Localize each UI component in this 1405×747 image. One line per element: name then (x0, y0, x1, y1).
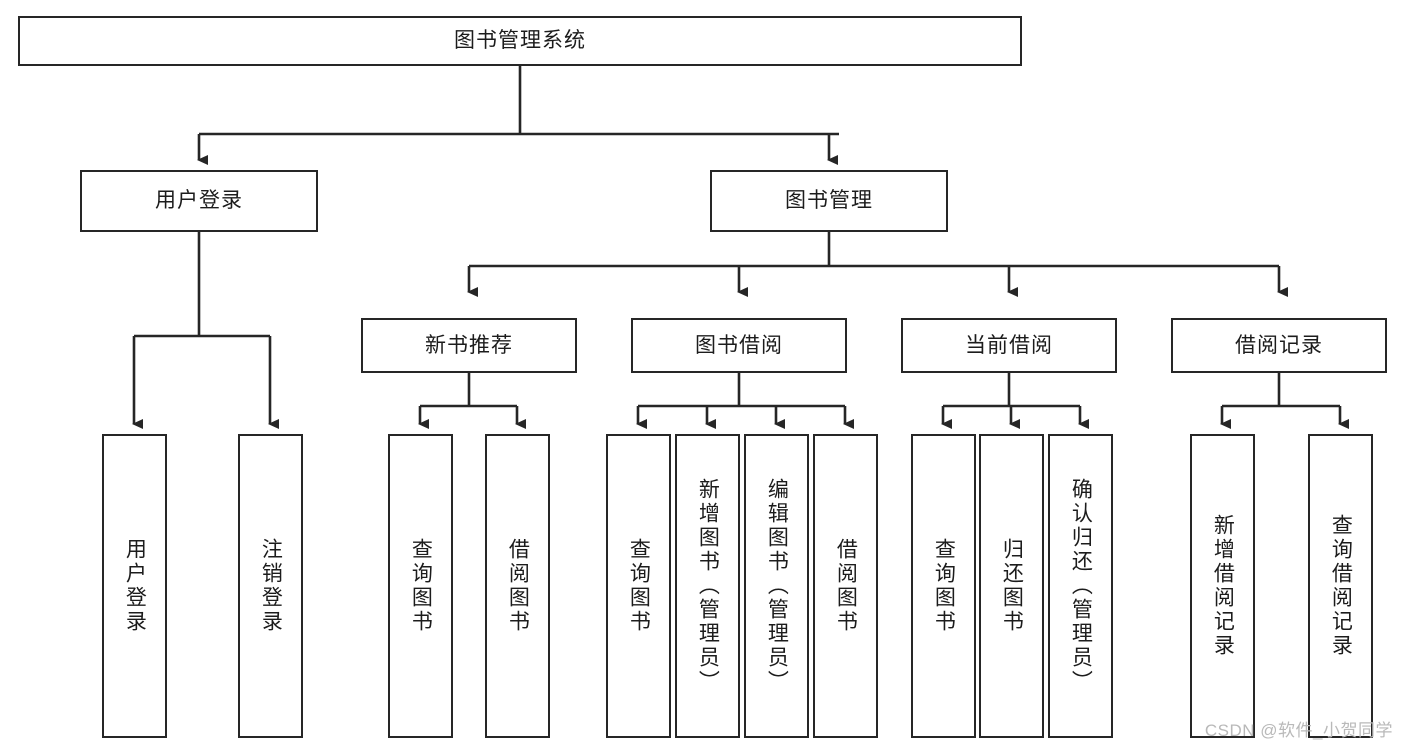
node-label: 图书管理 (785, 189, 873, 213)
leaf-borrow-record-query[interactable]: 查询借阅记录 (1308, 434, 1373, 738)
leaf-current-borrow-query[interactable]: 查询图书 (911, 434, 976, 738)
node-borrow-record[interactable]: 借阅记录 (1171, 318, 1387, 373)
leaf-user-login-login[interactable]: 用户登录 (102, 434, 167, 738)
leaf-label: 用户登录 (123, 538, 147, 634)
leaf-label: 借阅图书 (506, 538, 530, 634)
node-label: 用户登录 (155, 189, 243, 213)
leaf-label: 编辑图书（管理员） (765, 478, 789, 694)
node-new-book-recommend[interactable]: 新书推荐 (361, 318, 577, 373)
leaf-new-book-borrow[interactable]: 借阅图书 (485, 434, 550, 738)
node-user-login[interactable]: 用户登录 (80, 170, 318, 232)
node-label: 当前借阅 (965, 333, 1053, 357)
leaf-label: 查询图书 (409, 538, 433, 634)
leaf-current-borrow-return[interactable]: 归还图书 (979, 434, 1044, 738)
leaf-label: 新增借阅记录 (1211, 514, 1235, 658)
leaf-borrow-record-add[interactable]: 新增借阅记录 (1190, 434, 1255, 738)
node-current-borrow[interactable]: 当前借阅 (901, 318, 1117, 373)
node-label: 图书管理系统 (454, 29, 586, 53)
leaf-label: 查询图书 (627, 538, 651, 634)
node-label: 新书推荐 (425, 333, 513, 357)
leaf-book-borrow-edit[interactable]: 编辑图书（管理员） (744, 434, 809, 738)
leaf-label: 注销登录 (259, 538, 283, 634)
leaf-label: 查询图书 (932, 538, 956, 634)
watermark-text: CSDN @软件_小贺同学 (1204, 721, 1393, 740)
leaf-current-borrow-confirm-return[interactable]: 确认归还（管理员） (1048, 434, 1113, 738)
node-book-management[interactable]: 图书管理 (710, 170, 948, 232)
leaf-new-book-query[interactable]: 查询图书 (388, 434, 453, 738)
node-book-borrow[interactable]: 图书借阅 (631, 318, 847, 373)
leaf-book-borrow-query[interactable]: 查询图书 (606, 434, 671, 738)
leaf-label: 确认归还（管理员） (1069, 478, 1093, 694)
leaf-book-borrow-borrow[interactable]: 借阅图书 (813, 434, 878, 738)
leaf-user-login-logout[interactable]: 注销登录 (238, 434, 303, 738)
leaf-book-borrow-add[interactable]: 新增图书（管理员） (675, 434, 740, 738)
leaf-label: 查询借阅记录 (1329, 514, 1353, 658)
leaf-label: 归还图书 (1000, 538, 1024, 634)
node-root-book-management-system[interactable]: 图书管理系统 (18, 16, 1022, 66)
node-label: 图书借阅 (695, 333, 783, 357)
leaf-label: 新增图书（管理员） (696, 478, 720, 694)
node-label: 借阅记录 (1235, 333, 1323, 357)
leaf-label: 借阅图书 (834, 538, 858, 634)
